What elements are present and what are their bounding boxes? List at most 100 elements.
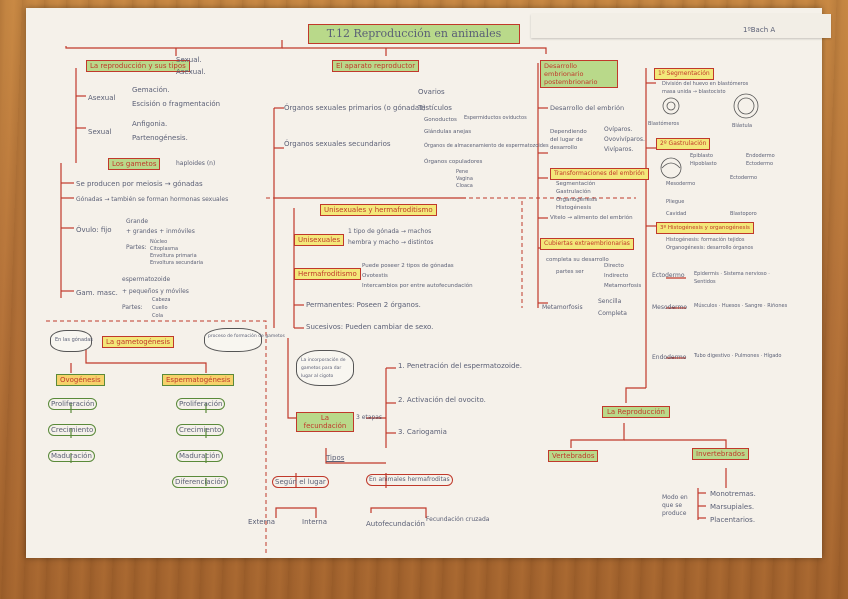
proceso-cloud: proceso de formación de gametos xyxy=(204,328,262,352)
espermatogenesis-node: Espermatogénesis xyxy=(162,374,234,386)
ovo-step-3: Maduración xyxy=(48,450,95,462)
gam-masc-label: Gam. masc. xyxy=(76,289,118,297)
sexual-branch-label: Sexual xyxy=(88,128,111,136)
gast-ectodermo: Ectodermo xyxy=(746,160,773,168)
asexual-label: Asexual. xyxy=(176,68,206,76)
copuladores-label: Órganos copuladores xyxy=(424,158,482,166)
fecundacion-cloud: La incorporación de gametos para dar lug… xyxy=(296,350,354,386)
endodermo-label: Endodermo xyxy=(652,354,686,362)
gonadas-label: Gónadas → también se forman hormonas sex… xyxy=(76,196,228,204)
cloaca-label: Cloaca xyxy=(456,182,473,190)
organos-secundarios-label: Órganos sexuales secundarios xyxy=(284,140,391,148)
vertebrados-node: Vertebrados xyxy=(548,450,598,462)
glandulas-label: Glándulas anejas xyxy=(424,128,471,136)
cubiertas-node: Cubiertas extraembrionarias xyxy=(540,238,634,250)
aparato-node: El aparato reproductor xyxy=(332,60,419,72)
cabeza-label: Cabeza xyxy=(152,296,171,304)
ovoviviparos-label: Ovovivíparos. xyxy=(604,136,645,144)
esp-step-2: Crecimiento xyxy=(176,424,224,436)
partes-ser-label: partes ser xyxy=(556,268,584,276)
esp-step-3: Maduración xyxy=(176,450,223,462)
viviparos-label: Vivíparos. xyxy=(604,146,633,154)
hermafroditismo-node: Hermafroditismo xyxy=(294,268,361,280)
haploides-label: haploides (n) xyxy=(176,160,215,168)
gast-ectodermo-2: Ectodermo xyxy=(730,174,757,182)
pequenos-label: + pequeños y móviles xyxy=(122,288,189,296)
meso-items: Músculos · Huesos · Sangre · Riñones xyxy=(694,302,794,310)
unisexuales-node: Unisexuales y hermafroditismo xyxy=(320,204,437,216)
page-title: T.12 Reproducción en animales xyxy=(308,24,520,44)
organogenesis-node: 3º Histogénesis y organogénesis xyxy=(656,222,754,234)
gemacion-label: Gemación. xyxy=(132,86,170,94)
externa-label: Externa xyxy=(248,518,275,526)
gastrulacion-node: 2º Gastrulación xyxy=(656,138,710,150)
mesodermo-label: Mesodermo xyxy=(652,304,687,312)
marsupiales-label: Marsupiales. xyxy=(710,503,754,511)
partes-esp-label: Partes: xyxy=(122,304,143,312)
ecto-items: Epidermis · Sistema nervioso · Sentidos xyxy=(694,270,784,286)
her-text-2: Ovotestis xyxy=(362,272,388,280)
gastrulacion-label: Gastrulación xyxy=(556,188,591,196)
cruzada-label: Fecundación cruzada xyxy=(426,516,489,524)
tipos-label: Tipos xyxy=(326,454,344,462)
etapas-label: 3 etapas xyxy=(356,414,382,422)
transformaciones-node: Transformaciones del embrión xyxy=(550,168,649,180)
placentarios-label: Placentarios. xyxy=(710,516,755,524)
desarrollo-node: Desarrollo embrionario postembrionario xyxy=(540,60,618,88)
espermiductos-label: Espermiductos oviductos xyxy=(464,114,527,122)
espermatozoide-label: espermatozoide xyxy=(122,276,170,284)
completa-label: Completa xyxy=(598,310,627,318)
seg-text-2: masa unida → blastocisto xyxy=(662,88,726,96)
fecundacion-node: La fecundación xyxy=(296,412,354,432)
envoltura-secundaria-label: Envoltura secundaria xyxy=(150,259,203,267)
ovogenesis-node: Ovogénesis xyxy=(56,374,105,386)
asexual-branch-label: Asexual xyxy=(88,94,115,102)
histogenesis-label: Histogénesis xyxy=(556,204,591,212)
gast-epiblasto: Epiblasto xyxy=(690,152,713,160)
gast-pliegue: Pliegue xyxy=(666,198,684,206)
her-text-3: Intercambios por entre autofecundación xyxy=(362,282,473,290)
partes-ovulo-label: Partes: xyxy=(126,244,147,252)
oviparos-label: Ovíparos. xyxy=(604,126,632,134)
gast-mesodermo: Mesodermo xyxy=(666,180,695,188)
escision-label: Escisión o fragmentación xyxy=(132,100,220,108)
org-text-1: Histogénesis: formación tejidos xyxy=(666,236,744,244)
uni-text-1: 1 tipo de gónada → machos xyxy=(348,228,431,236)
blastomeros-label: Blastómeros xyxy=(648,120,679,128)
organogenesis-label: Organogénesis xyxy=(556,196,597,204)
segun-lugar-node: Según el lugar xyxy=(272,476,329,488)
permanentes-label: Permanentes: Poseen 2 órganos. xyxy=(306,301,421,309)
sexual-label: Sexual. xyxy=(176,56,202,64)
esp-step-1: Proliferación xyxy=(176,398,225,410)
metamorfosis-label: Metamorfosis xyxy=(542,304,583,312)
gonadas-cloud: En las gónadas xyxy=(50,330,92,352)
vitelo-label: Vitelo → alimento del embrión xyxy=(550,214,633,222)
cuello-label: Cuello xyxy=(152,304,168,312)
directo-label: Directo xyxy=(604,262,624,270)
gametogenesis-node: La gametogénesis xyxy=(102,336,174,348)
her-text-1: Puede poseer 2 tipos de gónadas xyxy=(362,262,454,270)
unisexuales-sub: Unisexuales xyxy=(294,234,344,246)
gametos-node: Los gametos xyxy=(108,158,160,170)
seg-text-1: División del huevo en blastómeros xyxy=(662,80,748,88)
dependiendo-label: Dependiendo del lugar de desarrollo xyxy=(550,128,596,152)
gast-hipoblasto: Hipoblasto xyxy=(690,160,717,168)
gast-endodermo: Endodermo xyxy=(746,152,775,160)
repro-types-node: La reproducción y sus tipos xyxy=(86,60,190,72)
esp-step-4: Diferenciación xyxy=(172,476,228,488)
concept-map-sheet: 1ºBach A xyxy=(26,8,822,558)
segmentacion-node: 1º Segmentación xyxy=(654,68,714,80)
reproduccion-node: La Reproducción xyxy=(602,406,670,418)
uni-text-2: hembra y macho → distintos xyxy=(348,239,433,247)
anfigonia-label: Anfigonia. xyxy=(132,120,167,128)
gast-cavidad: Cavidad xyxy=(666,210,686,218)
gast-blastoporo: Blastoporo xyxy=(730,210,757,218)
monotremas-label: Monotremas. xyxy=(710,490,756,498)
org-text-2: Organogénesis: desarrollo órganos xyxy=(666,244,753,252)
endo-items: Tubo digestivo · Pulmones · Hígado xyxy=(694,352,794,360)
almacen-label: Órganos de almacenamiento de espermatozo… xyxy=(424,142,549,150)
paso-3: 3. Cariogamia xyxy=(398,428,447,436)
completo-label: completa su desarrollo xyxy=(546,256,609,264)
metamorfosis-inline-label: Metamorfosis xyxy=(604,282,641,290)
embriones-label: Desarrollo del embrión xyxy=(550,104,624,112)
